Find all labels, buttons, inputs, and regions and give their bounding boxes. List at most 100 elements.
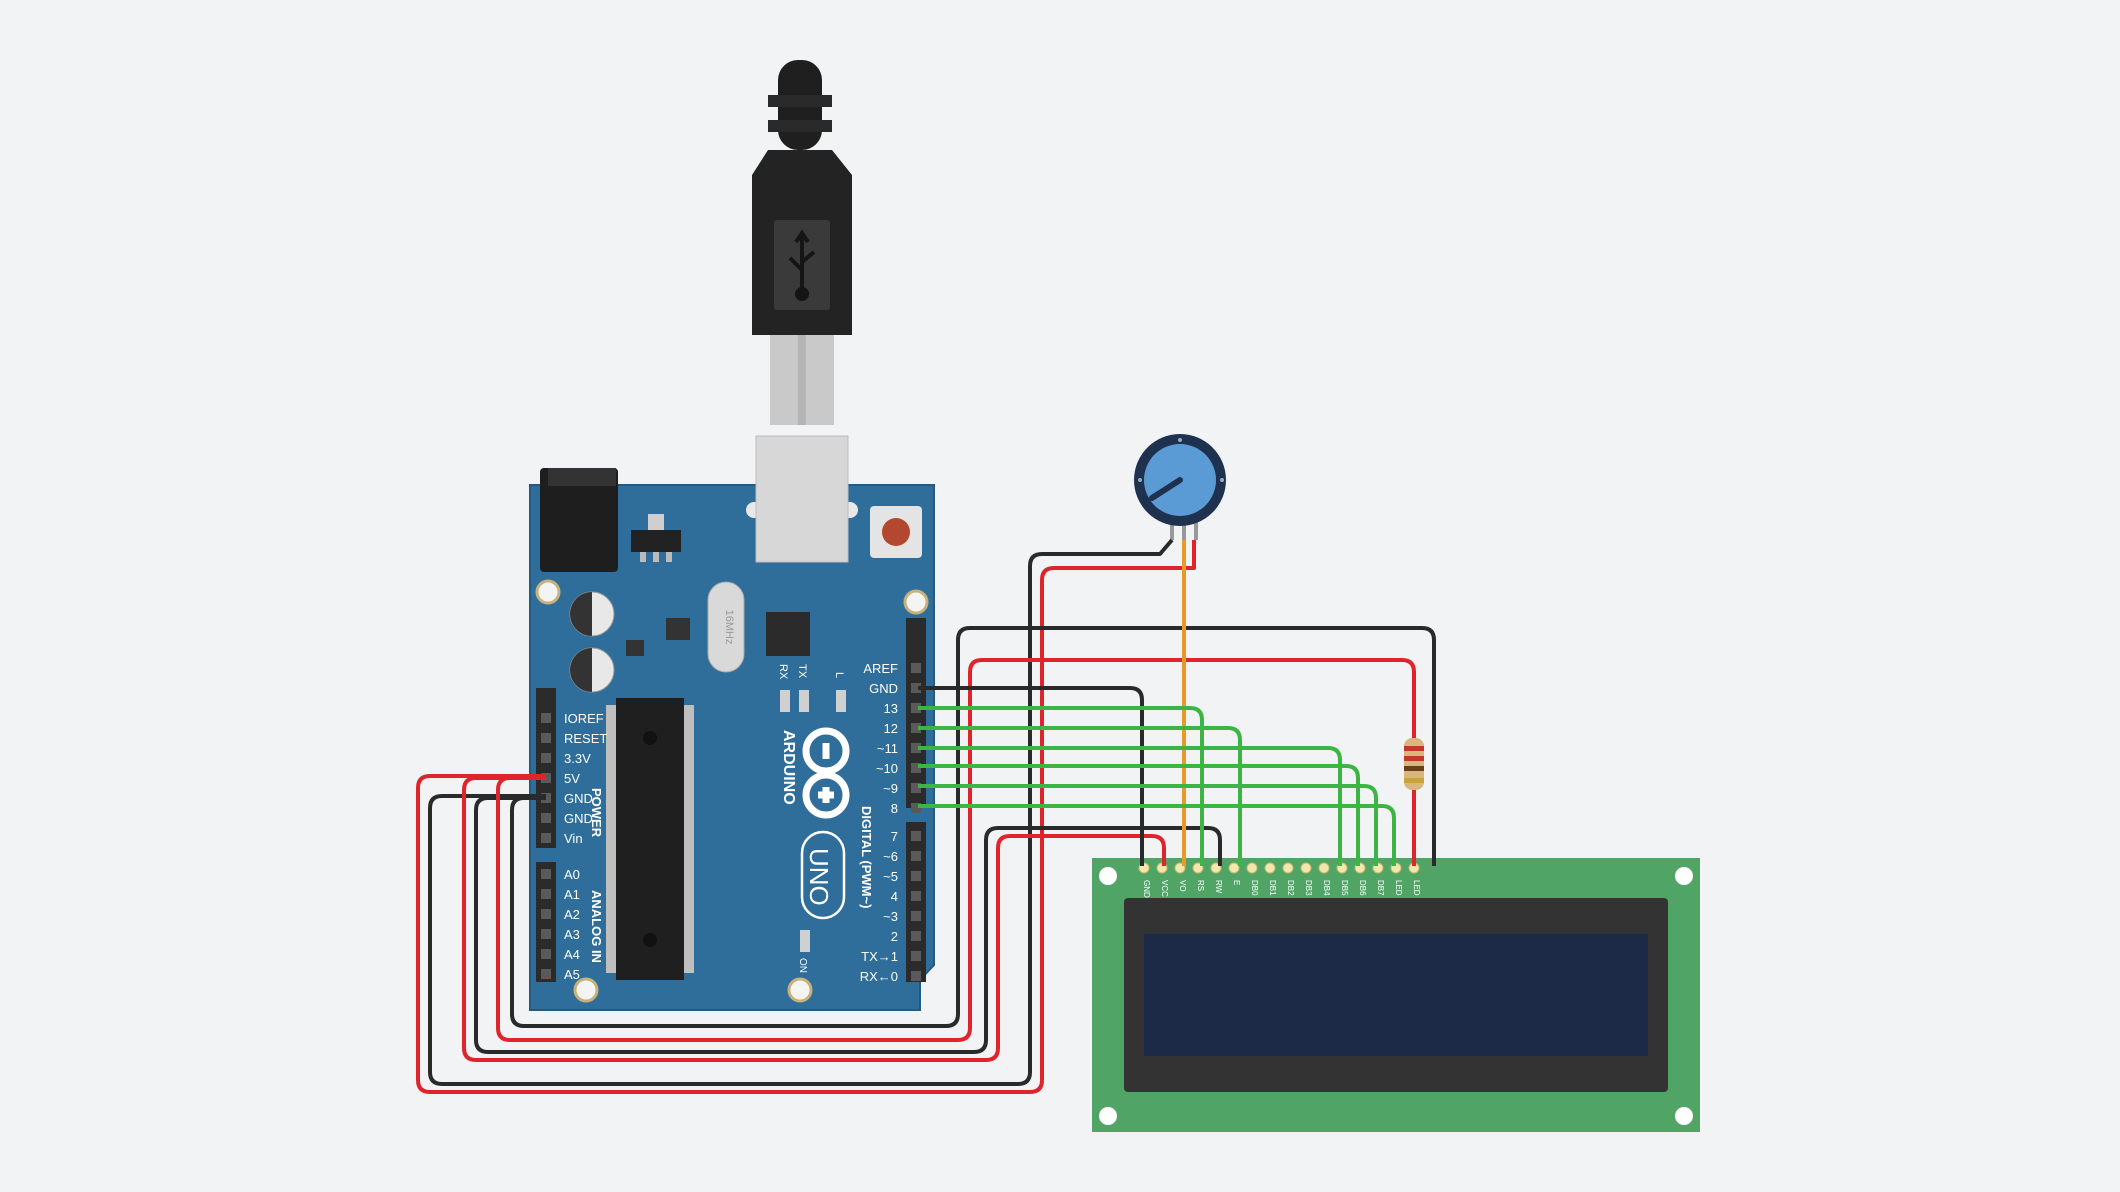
on-led-label: ON (797, 958, 808, 973)
dc-power-jack (540, 468, 618, 572)
svg-text:16MHz: 16MHz (723, 610, 735, 645)
power-pin-hole[interactable] (541, 833, 551, 843)
digital-pin-hole[interactable] (911, 871, 921, 881)
digital-pin-label: GND (869, 681, 898, 696)
digital-pin-hole[interactable] (911, 851, 921, 861)
analog-pin-label: A0 (564, 867, 580, 882)
digital-pin-label: ~9 (883, 781, 898, 796)
usb-socket (755, 435, 849, 563)
wire-pin11-e (918, 726, 1242, 866)
lcd-pin-label: VCC (1160, 880, 1169, 897)
analog-pin-hole[interactable] (541, 889, 551, 899)
analog-pin-hole[interactable] (541, 909, 551, 919)
digital-pwm-label: DIGITAL (PWM~) (859, 806, 874, 908)
digital-pin-hole[interactable] (911, 803, 921, 813)
digital-pin-hole[interactable] (911, 783, 921, 793)
potentiometer[interactable] (1134, 434, 1226, 540)
analog-pin-hole[interactable] (541, 969, 551, 979)
wire-pin3-db6 (918, 784, 1378, 866)
resistor[interactable] (1404, 738, 1424, 790)
digital-pin-label: 12 (884, 721, 898, 736)
lcd-pin-label: LED (1412, 880, 1421, 896)
crystal (707, 581, 745, 673)
wire-gnd-lcd (474, 796, 1222, 1054)
tx-led-label: TX (796, 664, 808, 679)
lcd-pin-label: GND (1142, 880, 1151, 898)
digital-pin-hole[interactable] (911, 663, 921, 673)
digital-pin-hole[interactable] (911, 911, 921, 921)
lcd-pin-label: VO (1178, 880, 1187, 892)
wire-5v-outer (416, 540, 1196, 1094)
power-pin-label: IOREF (564, 711, 604, 726)
lcd-pin-pad[interactable] (1318, 862, 1330, 874)
power-pin-hole[interactable] (541, 713, 551, 723)
analog-pin-hole[interactable] (541, 949, 551, 959)
digital-pin-hole[interactable] (911, 971, 921, 981)
analog-pin-label: A2 (564, 907, 580, 922)
analog-pin-hole[interactable] (541, 869, 551, 879)
lcd-pin-label: DB1 (1268, 880, 1277, 896)
l-led-label: L (833, 672, 845, 678)
digital-pin-hole[interactable] (911, 931, 921, 941)
digital-pin-label: 4 (891, 889, 898, 904)
digital-pin-hole[interactable] (911, 723, 921, 733)
lcd-pin-pad[interactable] (1264, 862, 1276, 874)
power-pin-hole[interactable] (541, 733, 551, 743)
usb-controller-chip (766, 612, 810, 656)
wire-gnd-inner (510, 626, 1436, 1028)
wire-5v-lcd (462, 776, 1166, 1062)
power-pin-label: RESET (564, 731, 607, 746)
wires (416, 538, 1436, 1094)
lcd-pin-label: LED (1394, 880, 1403, 896)
wire-pin5-db4 (918, 746, 1342, 866)
arduino-model: UNO (804, 848, 834, 906)
digital-pin-label: ~11 (877, 741, 898, 756)
digital-pin-label: ~5 (883, 869, 898, 884)
lcd-pin-label: DB6 (1358, 880, 1367, 896)
analog-header (536, 862, 556, 982)
power-pin-label: GND (564, 791, 593, 806)
digital-pin-hole[interactable] (911, 951, 921, 961)
power-pin-hole[interactable] (541, 753, 551, 763)
digital-pin-hole[interactable] (911, 703, 921, 713)
lcd-screen (1144, 934, 1648, 1056)
digital-pin-hole[interactable] (911, 683, 921, 693)
analog-pin-hole[interactable] (541, 929, 551, 939)
wire-5v-inner (496, 658, 1416, 1042)
lcd-pin-pad[interactable] (1300, 862, 1312, 874)
lcd-pin-pad[interactable] (1228, 862, 1240, 874)
digital-pin-label: 7 (891, 829, 898, 844)
usb-icon (788, 229, 816, 301)
power-pin-label: GND (564, 811, 593, 826)
arduino-brand: ARDUINO (780, 730, 797, 805)
lcd-pin-label: DB3 (1304, 880, 1313, 896)
digital-pin-hole[interactable] (911, 831, 921, 841)
digital-pin-hole[interactable] (911, 891, 921, 901)
wire-pin2-db7 (918, 804, 1396, 866)
digital-pin-hole[interactable] (911, 743, 921, 753)
power-pin-hole[interactable] (541, 813, 551, 823)
power-label: POWER (589, 788, 604, 838)
wire-arduino-gnd-lcd-rw (918, 686, 1144, 866)
digital-pin-label: 13 (884, 701, 898, 716)
lcd-pin-pad[interactable] (1282, 862, 1294, 874)
lcd-pin-label: RS (1196, 880, 1205, 891)
digital-pin-label: TX→1 (861, 949, 898, 964)
power-pin-label: 5V (564, 771, 580, 786)
usb-cable[interactable] (752, 60, 852, 425)
lcd-pin-label: E (1232, 880, 1241, 885)
wire-pin12-rs (918, 706, 1204, 866)
lcd-pin-pad[interactable] (1246, 862, 1258, 874)
digital-pin-hole[interactable] (911, 763, 921, 773)
digital-header-bottom (906, 822, 926, 982)
wire-pin4-db5 (918, 764, 1360, 866)
digital-pin-label: ~10 (876, 761, 898, 776)
analog-in-label: ANALOG IN (589, 890, 604, 963)
analog-pin-label: A1 (564, 887, 580, 902)
